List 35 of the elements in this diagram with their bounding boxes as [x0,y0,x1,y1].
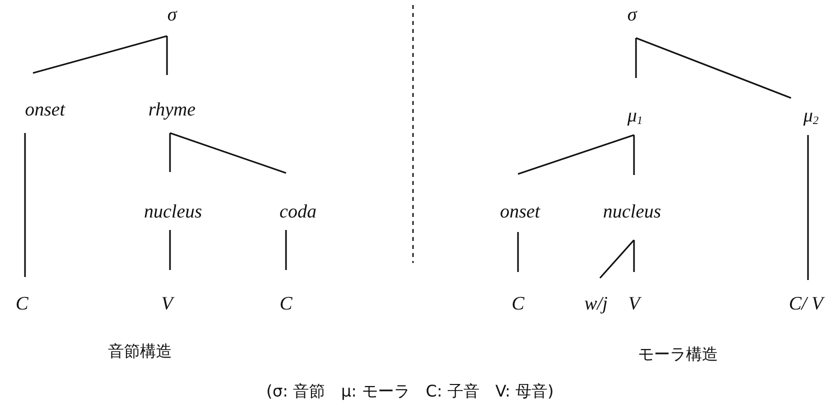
tree-node-label: w/j [584,294,608,314]
tree-branch-line [633,240,635,272]
tree-node-label: σ [627,6,637,24]
tree-branch-line [32,35,168,74]
tree-branch-line [518,134,634,175]
tree-node-label: onset [500,202,540,222]
tree-branch-line [633,135,635,175]
tree-branch-line [169,230,171,270]
tree-node-label: σ [167,6,177,24]
notation-note: (σ: 音節 μ: モーラ C: 子音 V: 母音) [266,382,554,402]
tree-branch-line [169,133,171,172]
tree-node-label: rhyme [148,100,196,120]
tree-node-label: V [161,294,173,314]
tree-node-label: C [512,294,524,314]
tree-branch-line [170,132,286,174]
tree-branch-line [635,38,637,78]
tree-branch-line [599,239,635,279]
tree-node-label: V [628,294,640,314]
tree-node-label: μ$_{1}$ [627,106,643,128]
tree-node-label: nucleus [144,202,202,222]
tree-node-label: C [16,294,28,314]
structure-caption: モーラ構造 [638,344,718,366]
tree-node-label: coda [280,202,316,222]
tree-branch-line [636,37,792,99]
tree-node-label: nucleus [602,202,662,222]
tree-branch-line [166,36,168,75]
tree-branch-line [285,230,287,270]
structure-caption: 音節構造 [108,342,172,362]
tree-node-label: onset [24,100,66,120]
tree-node-label: μ$_{2}$ [803,106,819,128]
tree-node-label: C [280,294,292,314]
tree-branch-line [24,133,26,277]
tree-branch-line [807,135,809,280]
tree-branch-line [517,232,519,272]
tree-node-label: C/ V [788,294,824,314]
